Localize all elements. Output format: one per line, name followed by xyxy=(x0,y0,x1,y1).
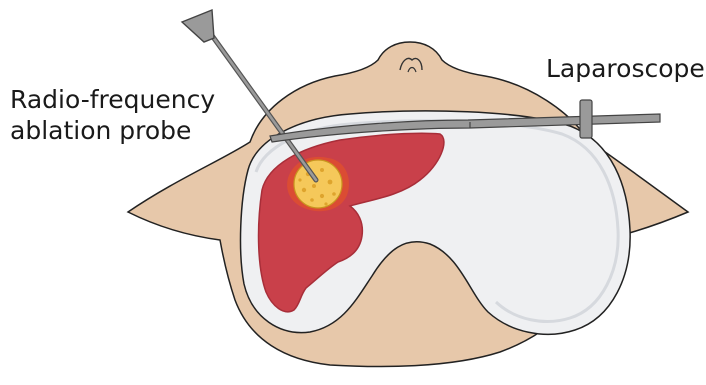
tumor xyxy=(294,160,342,208)
probe-handle xyxy=(182,10,214,42)
ablation-probe-label-line2: ablation probe xyxy=(10,115,215,146)
laparoscope-label: Laparoscope xyxy=(546,53,705,84)
ablation-probe-label-line1: Radio-frequency xyxy=(10,84,215,115)
laparoscope-port xyxy=(580,100,592,138)
ablation-probe-label: Radio-frequency ablation probe xyxy=(10,84,215,146)
